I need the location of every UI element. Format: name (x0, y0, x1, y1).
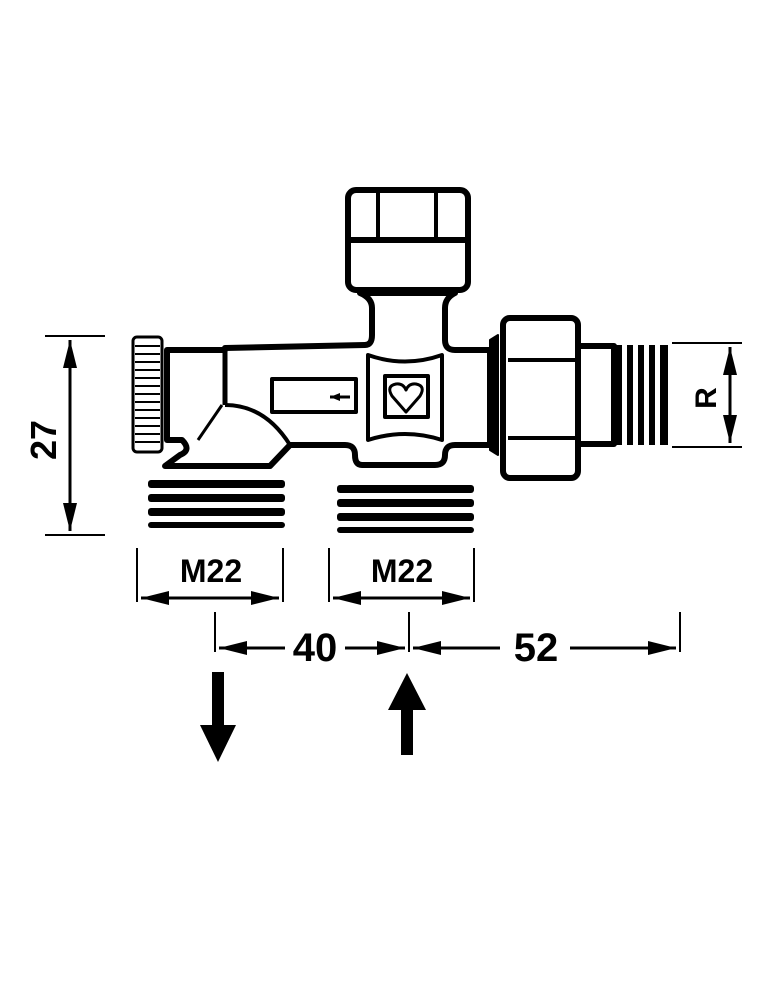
dim-pipe-thread-label: R (690, 387, 723, 409)
flow-window (270, 377, 358, 414)
pipe-thread-r (616, 345, 668, 445)
dim-height-label: 27 (23, 420, 64, 460)
center-panel (366, 353, 444, 442)
outlet-thread-left (148, 480, 285, 528)
dim-spacing-label: 40 (293, 626, 338, 670)
dimension-lines (45, 335, 742, 655)
brand-logo-box (383, 374, 430, 419)
union-hex-nut (500, 315, 581, 481)
outflow-arrow-down-icon (200, 672, 236, 762)
inflow-arrow-up-icon (388, 673, 426, 755)
collar (489, 334, 499, 456)
valve-body (162, 187, 617, 481)
heart-icon (388, 382, 424, 414)
dim-length-label: 52 (514, 626, 559, 670)
knurled-knob (131, 335, 164, 454)
dim-thread-right-label: M22 (371, 553, 433, 589)
dim-thread-left-label: M22 (180, 553, 242, 589)
pipe-segment (575, 343, 617, 447)
inlet-thread-right (337, 485, 474, 533)
top-cap-nut (345, 187, 471, 293)
